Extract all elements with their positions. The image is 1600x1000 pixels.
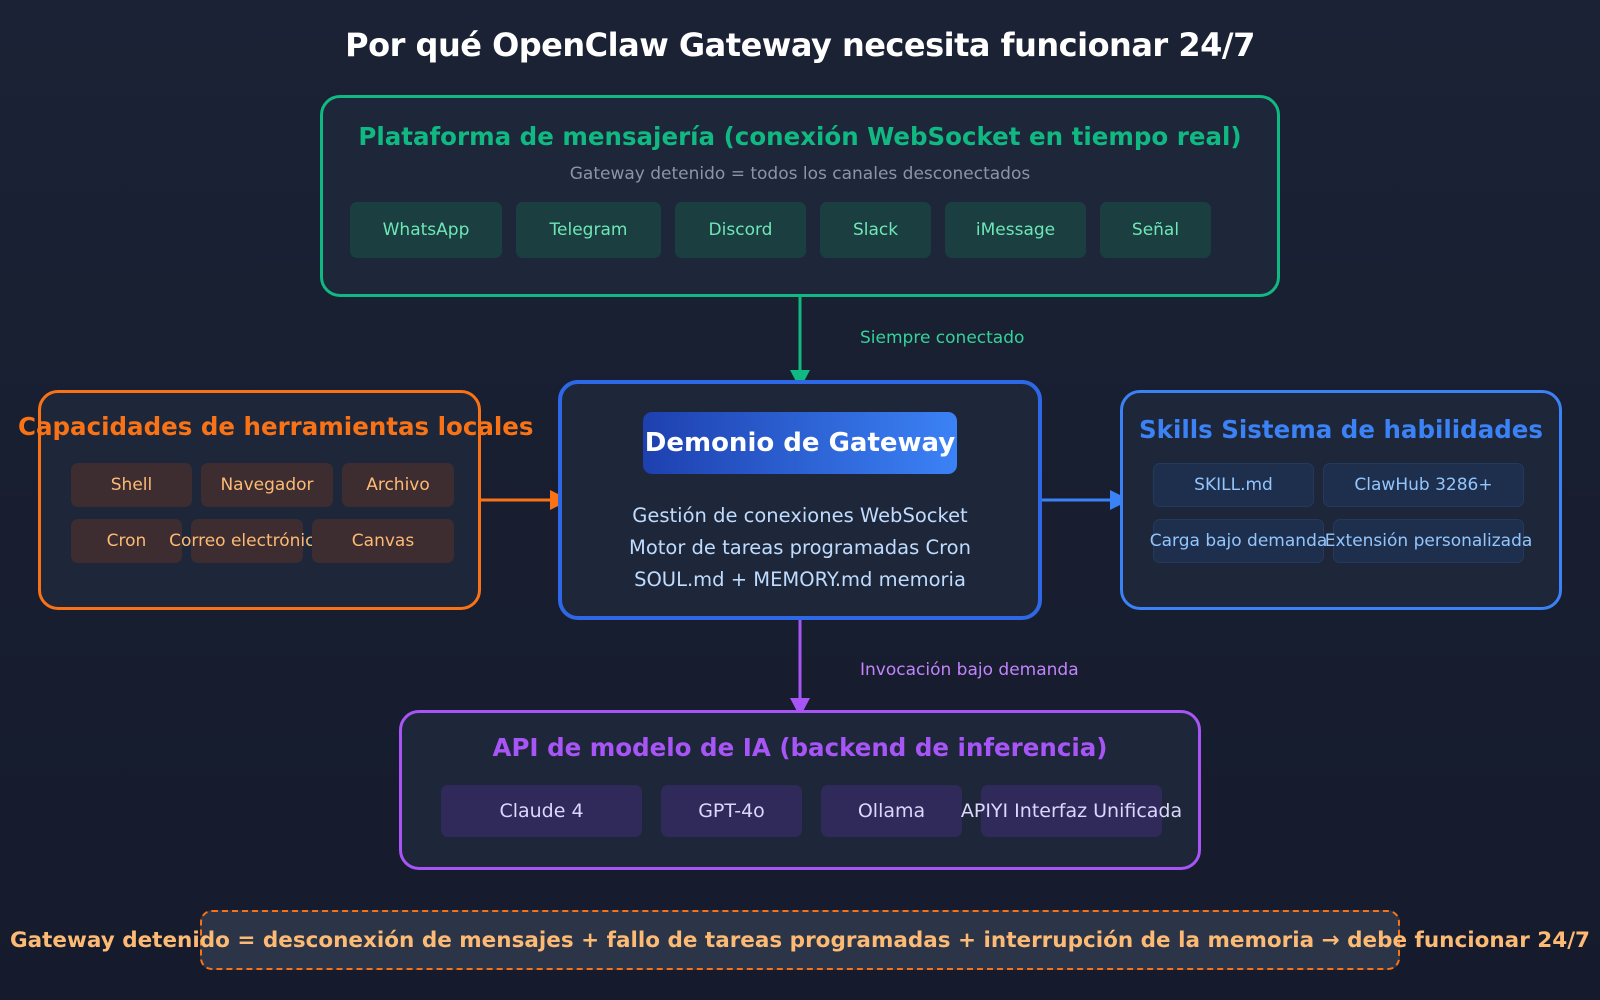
skill-on-demand-loading: Carga bajo demanda: [1150, 519, 1327, 563]
tool-canvas: Canvas: [312, 519, 454, 563]
model-ollama: Ollama: [821, 785, 962, 837]
gateway-feature-cron: Motor de tareas programadas Cron: [629, 536, 971, 559]
skill-clawhub: ClawHub 3286+: [1323, 463, 1524, 507]
model-apiyi: APIYI Interfaz Unificada: [961, 785, 1182, 837]
tool-shell: Shell: [71, 463, 192, 507]
footer-banner: [200, 910, 1400, 970]
channel-senal: Señal: [1100, 202, 1211, 258]
local-tools-title: Capacidades de herramientas locales: [18, 412, 534, 441]
channel-slack: Slack: [820, 202, 931, 258]
channel-discord: Discord: [675, 202, 806, 258]
gateway-daemon-box: Demonio de Gateway Gestión de conexiones…: [558, 380, 1042, 620]
tool-navegador: Navegador: [201, 463, 333, 507]
edge-label-on-demand: Invocación bajo demanda: [860, 660, 1079, 680]
channel-whatsapp: WhatsApp: [350, 202, 502, 258]
channel-imessage: iMessage: [945, 202, 1086, 258]
messaging-platform-box: Plataforma de mensajería (conexión WebSo…: [320, 95, 1280, 297]
gateway-feature-websocket: Gestión de conexiones WebSocket: [632, 504, 968, 527]
messaging-platform-title: Plataforma de mensajería (conexión WebSo…: [358, 122, 1242, 151]
model-claude-4: Claude 4: [441, 785, 642, 837]
skill-skill-md: SKILL.md: [1153, 463, 1314, 507]
local-tools-box: Shell Navegador Archivo Cron Correo elec…: [38, 390, 481, 610]
tool-archivo: Archivo: [342, 463, 454, 507]
skills-system-box: Skills Sistema de habilidades SKILL.md C…: [1120, 390, 1562, 610]
gateway-daemon-title: Demonio de Gateway: [643, 412, 957, 474]
tool-cron: Cron: [71, 519, 182, 563]
skills-system-title: Skills Sistema de habilidades: [1139, 415, 1543, 444]
model-gpt-4o: GPT-4o: [661, 785, 802, 837]
gateway-feature-memory: SOUL.md + MEMORY.md memoria: [634, 568, 966, 591]
arrowhead-messaging-to-core: [790, 370, 810, 389]
channel-telegram: Telegram: [516, 202, 661, 258]
ai-model-api-box: API de modelo de IA (backend de inferenc…: [399, 710, 1201, 870]
skill-custom-extension: Extensión personalizada: [1325, 519, 1532, 563]
footer-banner-text: Gateway detenido = desconexión de mensaj…: [9, 928, 1591, 953]
edge-label-always-connected: Siempre conectado: [860, 328, 1025, 348]
diagram-title: Por qué OpenClaw Gateway necesita funcio…: [345, 26, 1255, 64]
arrowhead-core-to-ai: [790, 698, 810, 717]
tool-correo: Correo electrónico: [169, 519, 325, 563]
ai-model-api-title: API de modelo de IA (backend de inferenc…: [492, 733, 1108, 762]
messaging-platform-subtitle: Gateway detenido = todos los canales des…: [569, 164, 1031, 184]
